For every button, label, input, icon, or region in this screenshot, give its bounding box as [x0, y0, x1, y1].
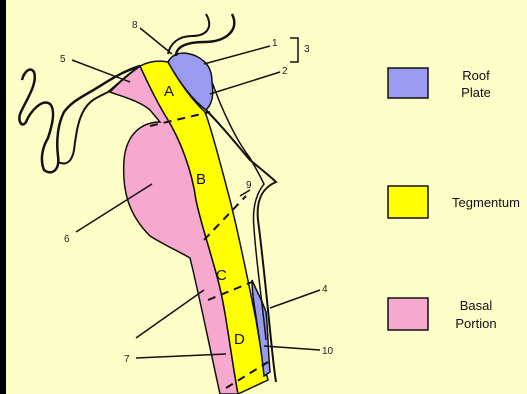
label-2: 2: [282, 66, 288, 77]
legend-label-roof: Roof: [462, 68, 490, 83]
region-label-b: B: [196, 171, 206, 188]
legend-label-portion: Portion: [455, 316, 496, 331]
brainstem-diagram: 1 2 3 4 5 6 7 8 9 10 A B C D Roof Plate …: [6, 0, 527, 394]
label-5: 5: [60, 54, 66, 65]
label-9: 9: [246, 180, 252, 191]
legend-swatch-basal: [388, 298, 428, 330]
legend-swatch-roof-plate: [388, 68, 428, 98]
label-7: 7: [124, 354, 130, 365]
label-1: 1: [272, 38, 278, 49]
legend-swatch-tegmentum: [388, 186, 428, 218]
legend-label-tegmentum: Tegmentum: [452, 195, 520, 210]
label-6: 6: [64, 234, 70, 245]
region-label-a: A: [164, 83, 174, 100]
legend-label-plate: Plate: [461, 85, 491, 100]
label-10: 10: [322, 346, 334, 357]
region-label-d: D: [234, 331, 245, 348]
region-label-c: C: [216, 267, 227, 284]
label-8: 8: [132, 20, 138, 31]
diagram-canvas: 1 2 3 4 5 6 7 8 9 10 A B C D Roof Plate …: [6, 0, 527, 394]
legend-label-basal: Basal: [460, 298, 493, 313]
label-4: 4: [322, 284, 328, 295]
label-3: 3: [304, 44, 310, 55]
